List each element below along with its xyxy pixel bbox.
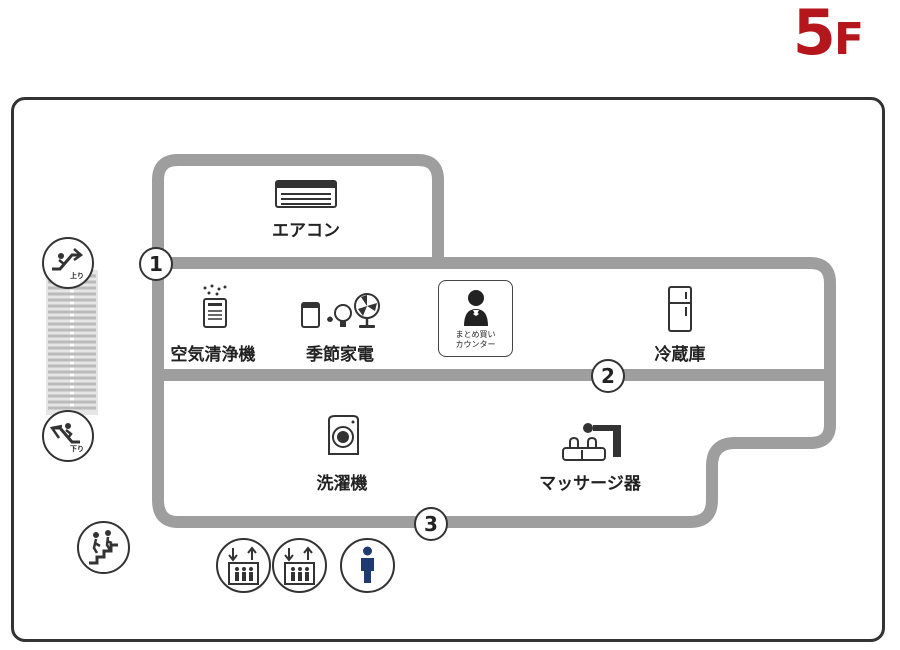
floor-suffix: F (833, 14, 864, 65)
area-washer: 洗濯機 (316, 474, 368, 494)
air-conditioner-icon (275, 180, 337, 214)
marker-1: 1 (139, 247, 173, 281)
area-air-purifier: 空気清浄機 (170, 345, 256, 365)
aircon-corridor (152, 154, 444, 263)
air-purifier-icon (199, 284, 231, 334)
bulk-purchase-counter: まとめ買い カウンター (438, 280, 513, 357)
staff-person-icon (464, 290, 488, 326)
elevator-icon-2 (272, 538, 327, 593)
stairs-icon (77, 521, 130, 574)
area-aircon: エアコン (272, 221, 340, 241)
refrigerator-icon (668, 286, 692, 336)
elevator-icon-1 (216, 538, 271, 593)
area-massage: マッサージ器 (539, 474, 641, 494)
massage-device-icon (560, 420, 632, 469)
escalator-down-icon: 下り (42, 410, 94, 462)
washing-machine-icon (325, 414, 361, 460)
escalator-up-label: 上り (70, 272, 84, 280)
counter-line-2: カウンター (455, 340, 496, 349)
escalator-down-label: 下り (70, 445, 84, 453)
marker-2: 2 (591, 359, 625, 393)
area-seasonal: 季節家電 (306, 345, 374, 365)
main-corridor-loop (152, 257, 836, 528)
restroom-icon (340, 538, 395, 593)
floor-label: 5F (793, 2, 864, 65)
map-frame (11, 97, 885, 642)
area-fridge: 冷蔵庫 (654, 345, 706, 365)
floor-number: 5 (792, 0, 836, 69)
seasonal-appliance-icon (301, 291, 383, 335)
marker-3: 3 (414, 507, 448, 541)
escalator-up-icon: 上り (42, 237, 94, 289)
counter-line-1: まとめ買い (455, 330, 496, 339)
escalator-steps (46, 270, 98, 415)
